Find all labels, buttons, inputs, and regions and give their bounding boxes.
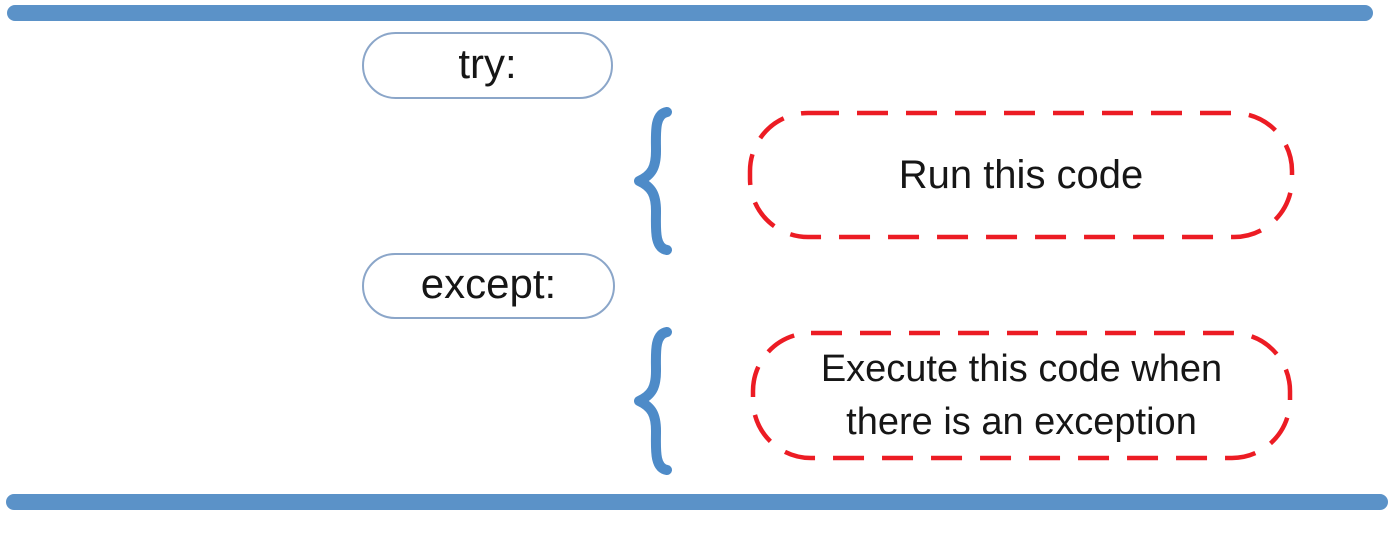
try-body-box: Run this code bbox=[747, 110, 1295, 240]
except-body-box: Execute this code when there is an excep… bbox=[750, 330, 1293, 461]
except-keyword-shape: except: bbox=[362, 253, 615, 319]
dashed-border-icon bbox=[750, 330, 1293, 461]
except-body-line-1: Execute this code when bbox=[820, 348, 1223, 391]
except-body-line-2: there is an exception bbox=[846, 400, 1197, 443]
try-keyword-shape: try: bbox=[362, 32, 613, 99]
try-body-label: Run this code bbox=[898, 153, 1144, 197]
dashed-border-icon bbox=[747, 110, 1295, 240]
top-divider-line bbox=[7, 5, 1373, 21]
bottom-divider-line bbox=[6, 494, 1388, 510]
except-keyword-label: except: bbox=[420, 260, 557, 307]
except-body-label: Execute this code when there is an excep… bbox=[821, 343, 1222, 448]
try-keyword-label: try: bbox=[458, 39, 517, 87]
left-brace-icon bbox=[634, 327, 672, 475]
left-brace-icon bbox=[634, 107, 672, 255]
